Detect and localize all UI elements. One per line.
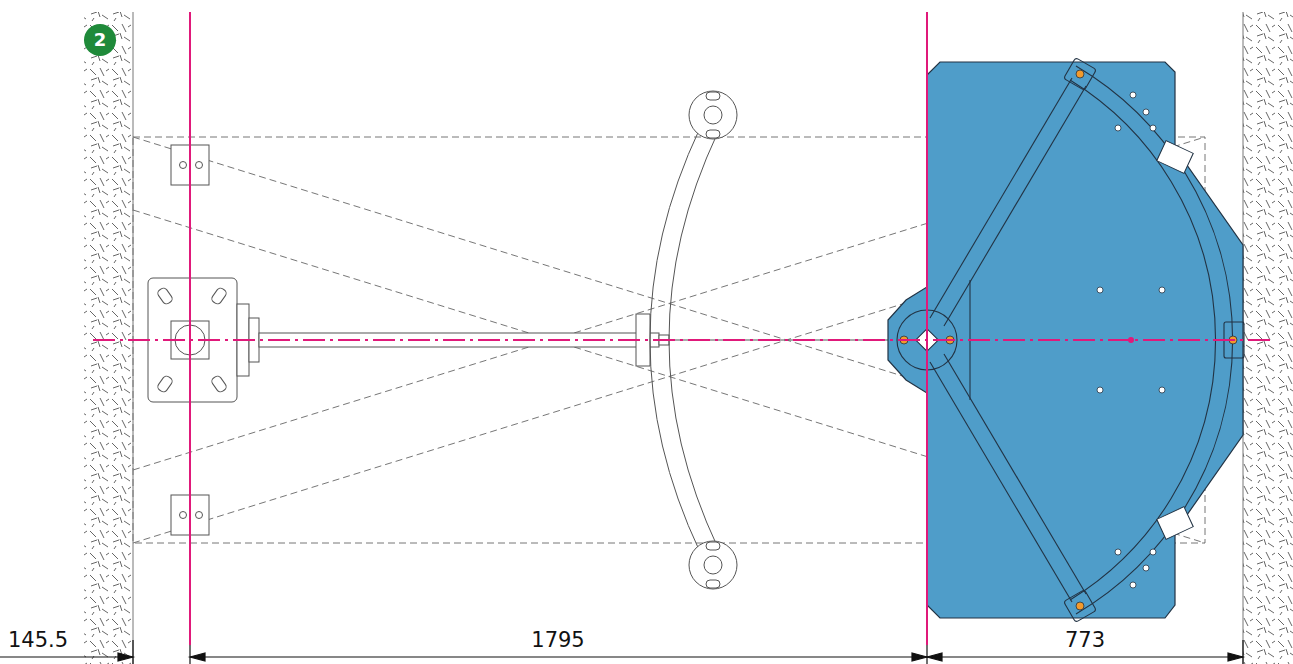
callout-number: 2: [94, 31, 107, 49]
callout-circle: [84, 24, 116, 56]
wall-left: [84, 12, 133, 664]
dimension-value: 773: [1065, 630, 1105, 651]
axis-line: [93, 12, 1275, 645]
dimension-value: 145.5: [8, 630, 68, 651]
dimension-value: 1795: [531, 630, 584, 651]
dimension-line: [0, 640, 1243, 664]
wall-right: [1243, 12, 1293, 664]
